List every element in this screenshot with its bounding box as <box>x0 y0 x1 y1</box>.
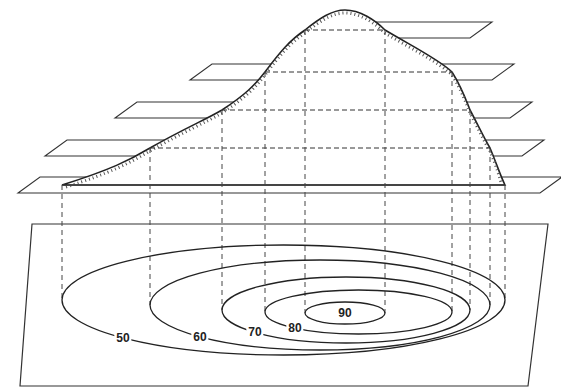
projection-line <box>265 72 266 312</box>
projection-line <box>385 30 386 313</box>
projection-line <box>222 110 223 310</box>
contour-line <box>222 277 470 343</box>
projection-line <box>305 30 306 313</box>
projection-line <box>470 110 471 310</box>
map-plane <box>20 224 548 386</box>
hill-hatching <box>66 13 502 187</box>
hill-profile <box>62 10 505 185</box>
level-line <box>62 185 505 186</box>
projection-line <box>490 148 491 305</box>
level-line <box>265 72 452 73</box>
contour-line <box>265 290 452 334</box>
projection-line <box>150 148 151 305</box>
level-line <box>222 110 470 111</box>
level-line <box>150 148 490 149</box>
contour-line <box>150 260 490 350</box>
contour-label: 80 <box>286 322 303 334</box>
contour-label: 60 <box>191 331 208 343</box>
level-line <box>305 30 385 31</box>
projection-line <box>62 185 63 300</box>
contour-line <box>62 245 505 355</box>
projection-line <box>505 185 506 300</box>
contour-label: 90 <box>336 307 353 319</box>
contour-label: 50 <box>114 332 131 344</box>
contour-label: 70 <box>246 326 263 338</box>
contour-line <box>305 302 385 324</box>
